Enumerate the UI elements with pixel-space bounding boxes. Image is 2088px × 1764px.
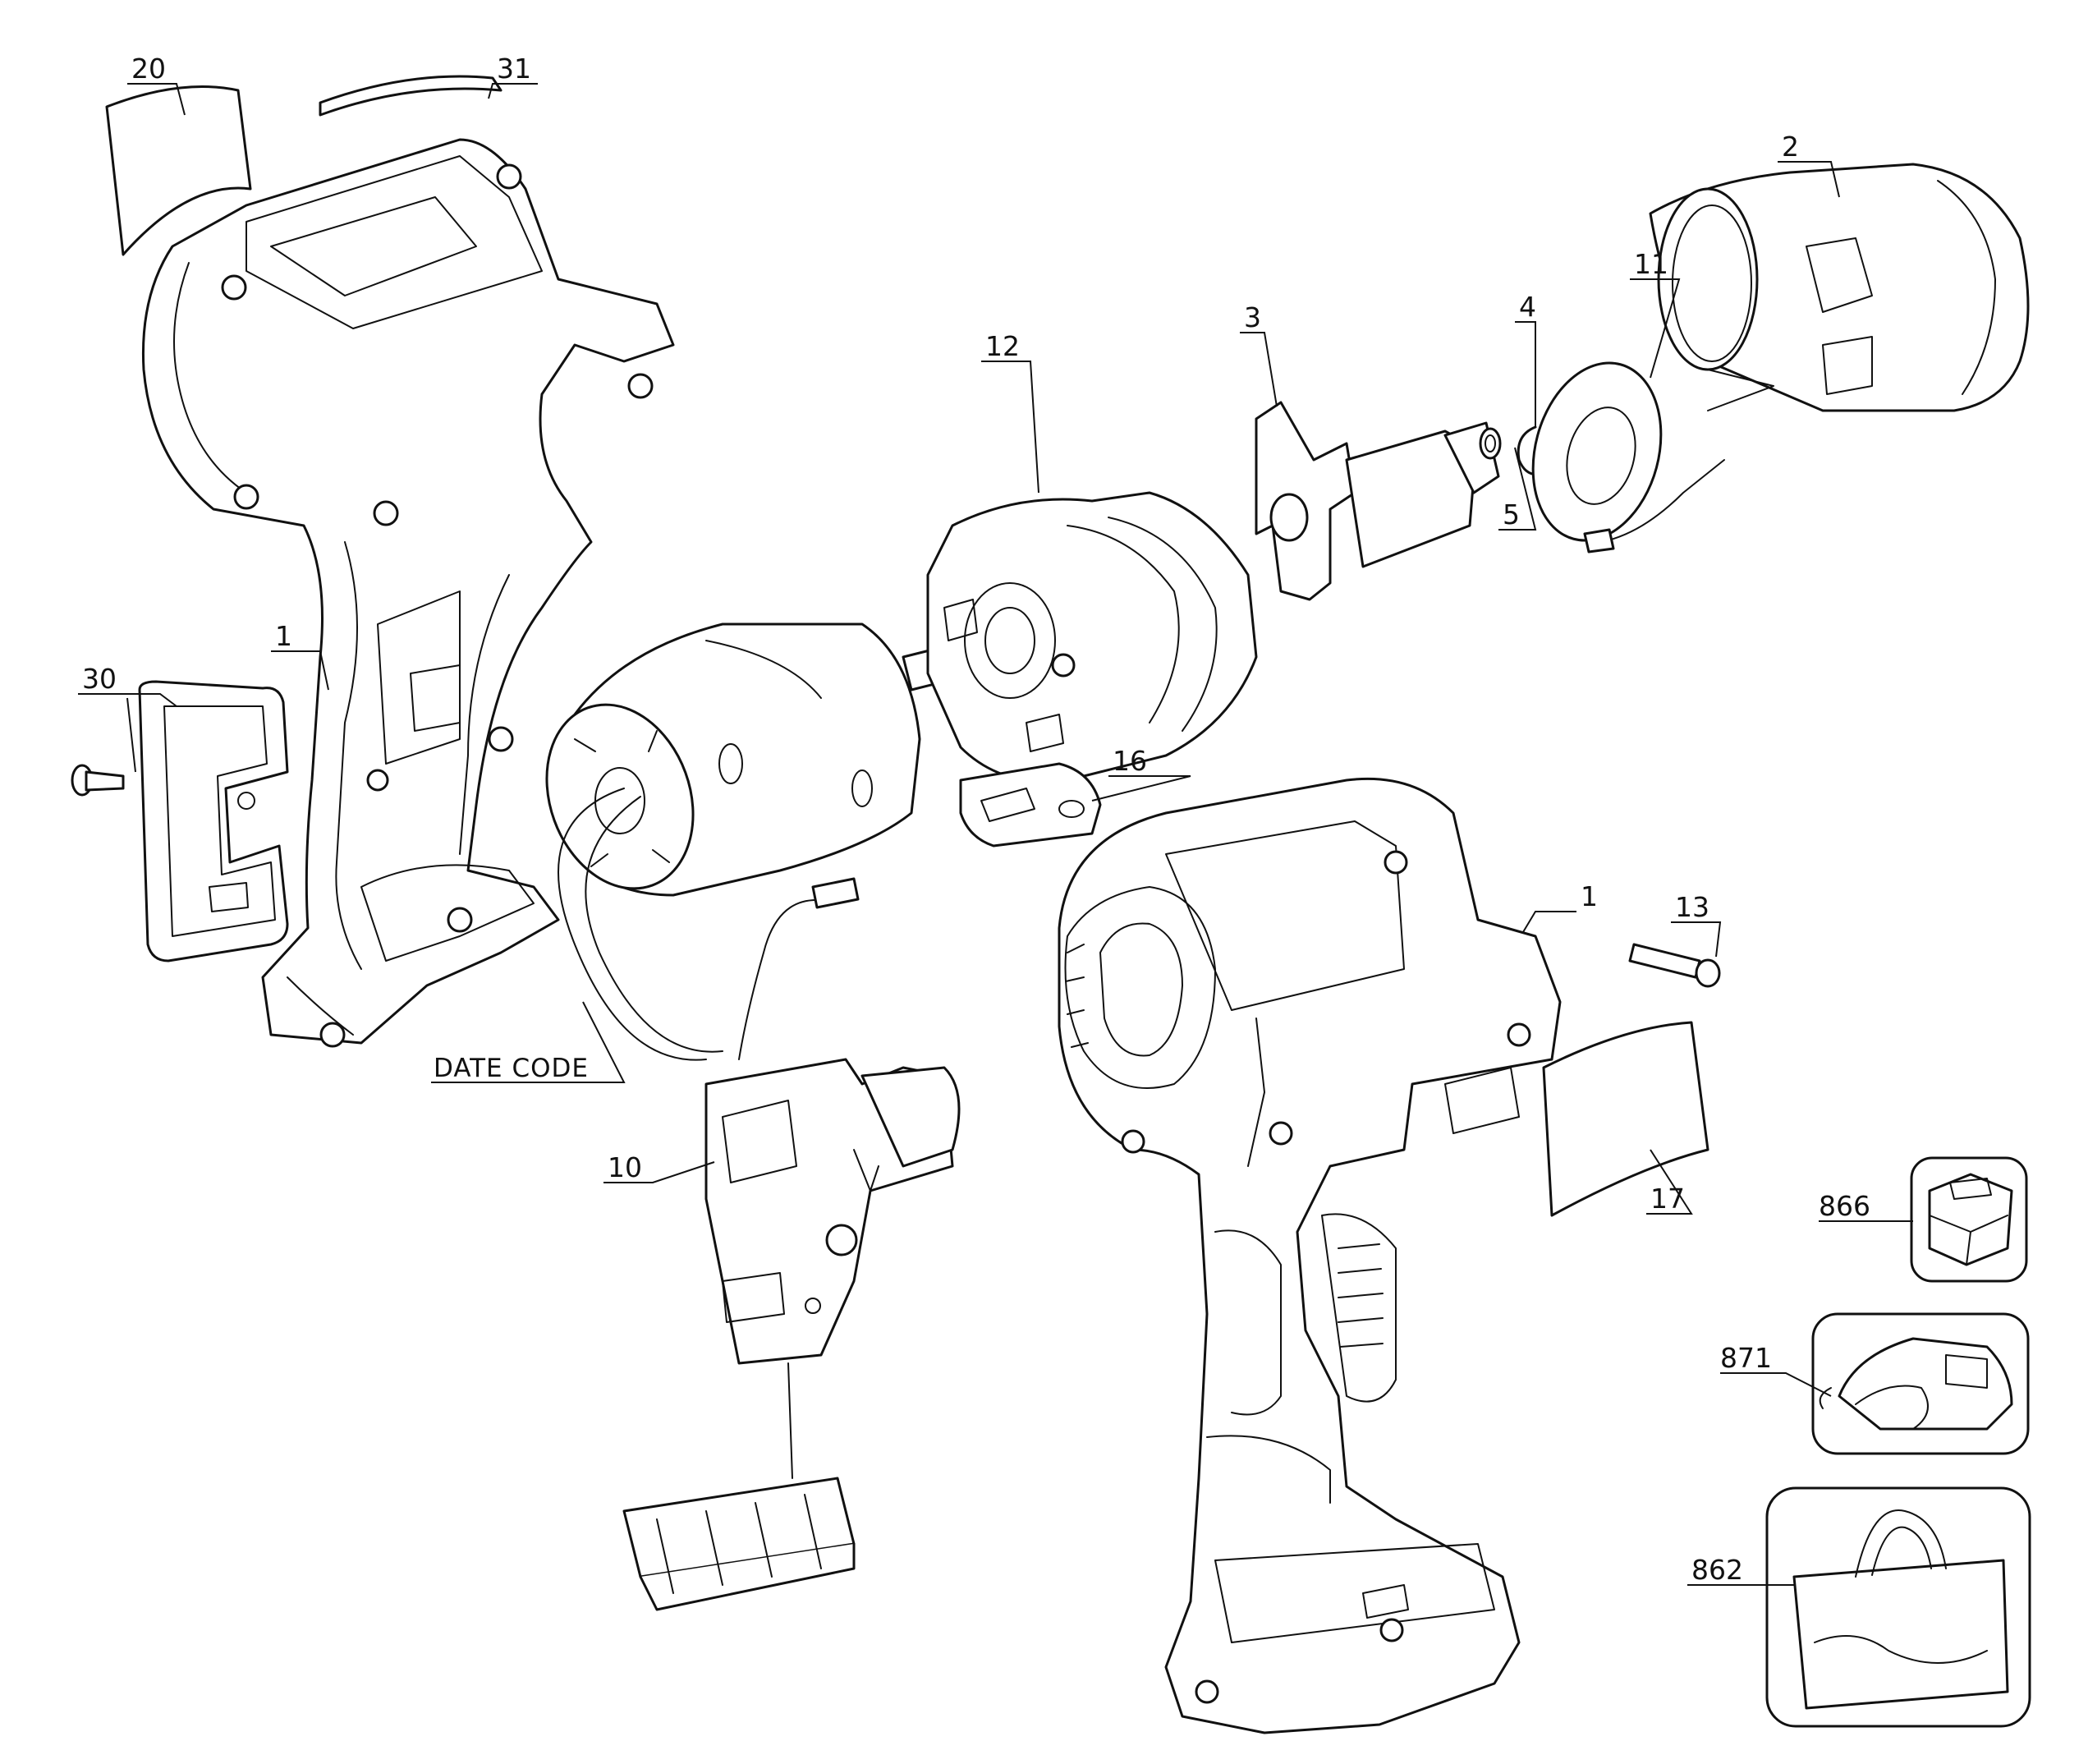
nose-housing-2	[1583, 163, 2030, 554]
callout-1-right: 1	[1581, 880, 1598, 912]
connector-16	[959, 762, 1102, 848]
kit-bag-862	[1765, 1486, 2031, 1728]
callout-16: 16	[1113, 745, 1147, 777]
trigger-switch-10	[558, 788, 961, 1365]
screw-13	[1628, 943, 1721, 988]
callout-5: 5	[1503, 498, 1520, 531]
washer-11	[1531, 361, 1663, 542]
housing-half-left	[141, 138, 675, 1048]
callout-3: 3	[1244, 301, 1261, 333]
callout-30: 30	[82, 663, 117, 695]
callout-12: 12	[985, 330, 1020, 362]
label-sheet-17	[1542, 1021, 1709, 1217]
motor	[545, 622, 946, 897]
callout-17: 17	[1650, 1183, 1685, 1215]
callout-10: 10	[608, 1151, 642, 1183]
callout-2: 2	[1782, 131, 1799, 163]
terminal-block	[622, 1362, 856, 1611]
gear-housing-12	[926, 491, 1258, 783]
label-sheet-31	[319, 75, 502, 117]
o-ring-5	[1479, 427, 1502, 460]
callout-4: 4	[1519, 291, 1536, 323]
callout-871: 871	[1720, 1342, 1772, 1374]
callout-862: 862	[1691, 1554, 1743, 1586]
callout-20: 20	[131, 53, 166, 85]
callout-866: 866	[1819, 1190, 1870, 1222]
screw-30	[71, 764, 125, 797]
leaders	[78, 83, 1913, 1586]
callout-1-left: 1	[275, 620, 292, 652]
belt-clip-30	[138, 680, 289, 962]
charger-871	[1811, 1312, 2030, 1455]
callout-31: 31	[497, 53, 531, 85]
housing-assembled	[1058, 777, 1562, 1734]
battery-pack-866	[1910, 1156, 2028, 1283]
date-code-note: DATE CODE	[434, 1054, 589, 1083]
callout-13: 13	[1675, 891, 1709, 923]
label-sheet-20	[105, 85, 252, 256]
anvil-3	[1255, 401, 1500, 601]
callout-11: 11	[1634, 248, 1668, 280]
